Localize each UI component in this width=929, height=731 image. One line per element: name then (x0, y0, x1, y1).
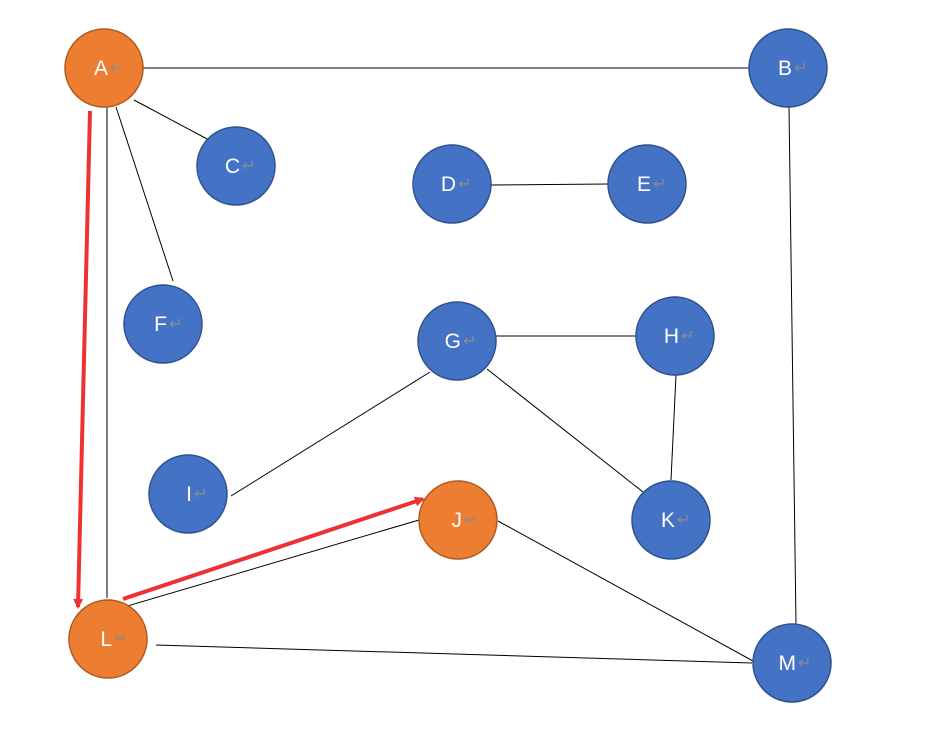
return-symbol-icon: ↵ (464, 510, 477, 529)
node-d: D↵ (412, 144, 492, 224)
node-i: I↵ (148, 454, 228, 534)
node-h: H↵ (635, 296, 715, 376)
return-symbol-icon: ↵ (681, 326, 694, 345)
node-label: D (441, 173, 456, 196)
node-circle (752, 623, 832, 703)
edge-h-k (670, 374, 677, 481)
node-a: A↵ (64, 28, 144, 108)
node-circle (123, 284, 203, 364)
path-arrow-a-l (73, 110, 92, 609)
node-circle (196, 126, 276, 206)
node-j: J↵ (418, 480, 498, 560)
edge-g-i (230, 371, 431, 497)
return-symbol-icon: ↵ (653, 174, 666, 193)
nodes-layer: A↵B↵C↵D↵E↵F↵G↵H↵I↵J↵K↵L↵M↵ (64, 28, 832, 703)
return-symbol-icon: ↵ (242, 156, 255, 175)
return-symbol-icon: ↵ (114, 629, 127, 648)
node-e: E↵ (607, 144, 687, 224)
node-circle (64, 28, 144, 108)
return-symbol-icon: ↵ (798, 653, 811, 672)
node-label: C (225, 155, 240, 178)
path-arrow-l-j (122, 496, 425, 601)
node-circle (607, 144, 687, 224)
node-k: K↵ (631, 480, 711, 560)
edge-a-f (115, 106, 174, 282)
node-f: F↵ (123, 284, 203, 364)
node-label: J (452, 509, 463, 532)
node-label: A (94, 57, 108, 80)
node-label: F (154, 313, 167, 336)
return-symbol-icon: ↵ (194, 484, 207, 503)
node-circle (412, 144, 492, 224)
node-label: B (778, 57, 792, 80)
node-circle (748, 28, 828, 108)
node-label: E (637, 173, 651, 196)
return-symbol-icon: ↵ (463, 331, 476, 350)
node-circle (417, 301, 497, 381)
return-symbol-icon: ↵ (458, 174, 471, 193)
node-circle (68, 599, 148, 679)
return-symbol-icon: ↵ (677, 510, 690, 529)
edges-layer (106, 67, 797, 664)
node-circle (635, 296, 715, 376)
node-circle (148, 454, 228, 534)
edge-g-k (486, 368, 644, 493)
node-label: L (100, 628, 112, 651)
node-m: M↵ (752, 623, 832, 703)
node-g: G↵ (417, 301, 497, 381)
edge-j-l (123, 519, 420, 608)
node-label: M (779, 652, 797, 675)
node-label: K (661, 509, 675, 532)
edge-d-e (490, 183, 610, 186)
return-symbol-icon: ↵ (110, 58, 123, 77)
return-symbol-icon: ↵ (169, 314, 182, 333)
edge-a-c (133, 99, 210, 141)
highlight-path-layer (73, 110, 425, 609)
edge-j-m (497, 520, 754, 662)
edge-l-m (155, 644, 753, 664)
node-b: B↵ (748, 28, 828, 108)
node-c: C↵ (196, 126, 276, 206)
node-circle (631, 480, 711, 560)
node-circle (418, 480, 498, 560)
node-l: L↵ (68, 599, 148, 679)
edge-b-m (788, 106, 797, 625)
node-label: I (186, 483, 192, 506)
node-label: G (445, 330, 461, 353)
node-label: H (664, 325, 679, 348)
return-symbol-icon: ↵ (794, 58, 807, 77)
